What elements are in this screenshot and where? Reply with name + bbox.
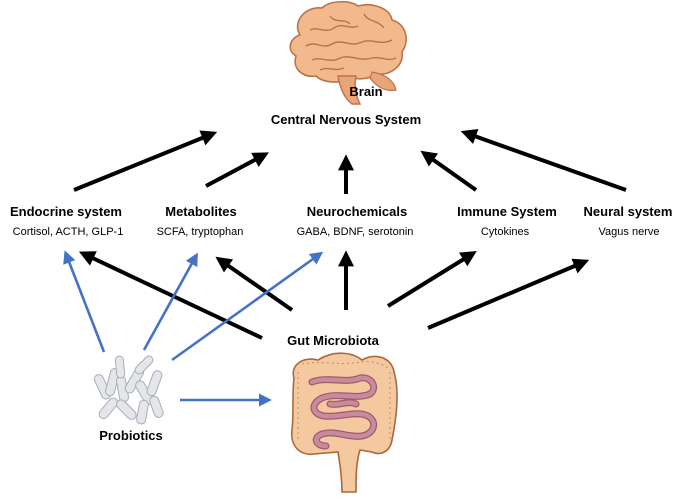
node-subtitle-immune: Cytokines xyxy=(481,226,530,238)
brain-label: Brain xyxy=(349,84,382,99)
gut-microbiota-label: Gut Microbiota xyxy=(287,333,379,348)
arrow-gut-to-metabolites xyxy=(215,256,294,312)
node-title-immune: Immune System xyxy=(457,204,557,219)
gut-icon xyxy=(290,352,398,493)
arrows-from-probiotics xyxy=(63,250,324,407)
node-subtitle-neurochemicals: GABA, BDNF, serotonin xyxy=(297,226,414,238)
arrow-probiotics-to-neurochemicals xyxy=(171,251,324,362)
node-subtitle-endocrine: Cortisol, ACTH, GLP-1 xyxy=(13,226,124,238)
arrow-gut-to-immune xyxy=(386,251,477,308)
node-title-endocrine: Endocrine system xyxy=(10,204,122,219)
arrows-to-cns xyxy=(73,128,627,194)
arrow-gut-to-neural xyxy=(427,258,590,330)
arrow-endocrine-to-cns xyxy=(73,130,218,192)
node-subtitle-metabolites: SCFA, tryptophan xyxy=(157,226,244,238)
arrow-metabolites-to-cns xyxy=(205,152,269,188)
node-title-neurochemicals: Neurochemicals xyxy=(307,204,407,219)
node-title-neural: Neural system xyxy=(584,204,673,219)
brain-icon xyxy=(289,0,407,105)
arrow-probiotics-to-endocrine xyxy=(63,250,106,353)
arrow-immune-to-cns xyxy=(420,150,478,192)
probiotics-label: Probiotics xyxy=(99,428,163,443)
node-subtitle-neural: Vagus nerve xyxy=(599,226,660,238)
cns-label: Central Nervous System xyxy=(271,112,421,127)
arrow-probiotics-to-metabolites xyxy=(142,252,198,351)
node-title-metabolites: Metabolites xyxy=(165,204,237,219)
arrows-from-gut xyxy=(78,250,590,340)
arrow-neural-to-cns xyxy=(460,128,627,192)
probiotic-pills-icon xyxy=(93,355,164,425)
